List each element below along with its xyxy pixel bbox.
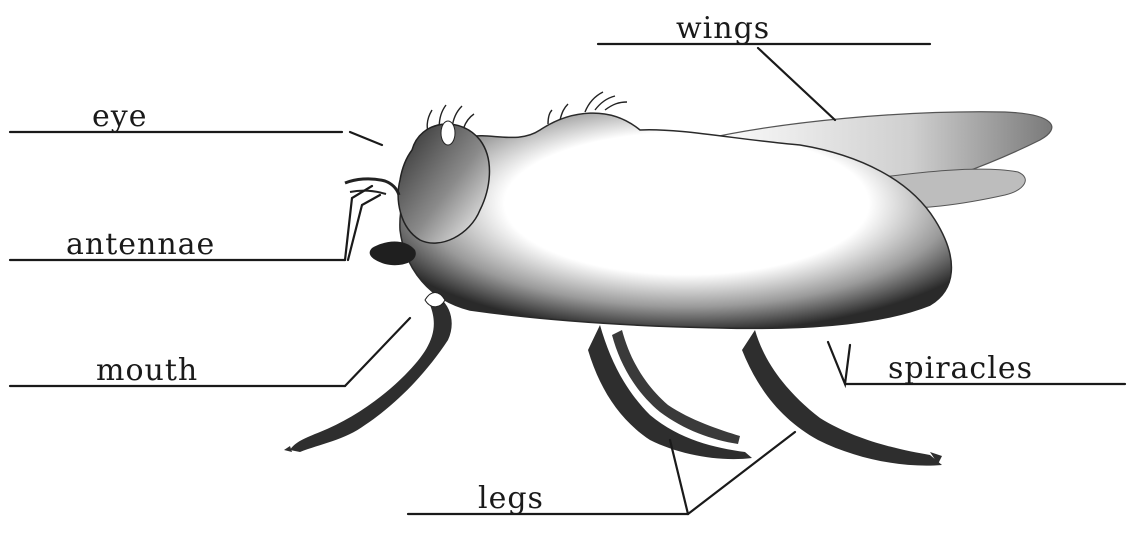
mouth-pointer (345, 318, 410, 386)
label-eye: eye (92, 99, 147, 134)
eye-pointer (350, 132, 382, 145)
label-wings: wings (676, 11, 770, 46)
label-antennae: antennae (66, 227, 215, 262)
label-legs: legs (478, 481, 544, 516)
spiracles-pointer (828, 342, 850, 384)
insect-illustration (284, 92, 1052, 466)
wings-pointer (758, 48, 835, 120)
label-spiracles: spiracles (888, 351, 1033, 386)
label-mouth: mouth (96, 353, 198, 388)
